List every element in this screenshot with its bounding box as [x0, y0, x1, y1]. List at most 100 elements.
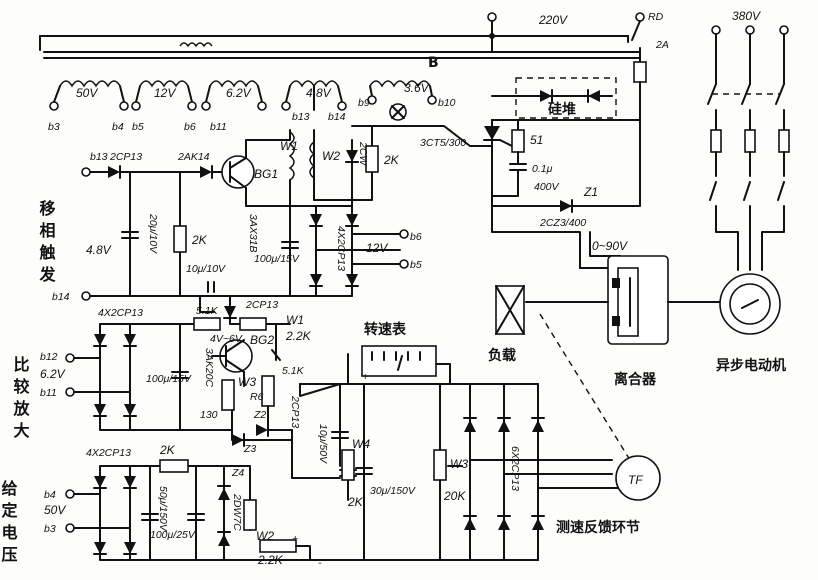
label-20u: 20μ/10V — [147, 213, 159, 254]
label-3ax31b: 3AX31B — [247, 214, 259, 253]
label-380v: 380V — [732, 9, 761, 23]
label-b5-right: b5 — [410, 259, 422, 271]
label-3ak20c: 3AK20C — [203, 348, 215, 388]
label-2a: 2A — [655, 39, 669, 51]
label-z1: Z1 — [583, 185, 598, 199]
label-4-8v-left: 4.8V — [86, 243, 112, 257]
label-b4: b4 — [112, 121, 124, 133]
label-rd: RD — [648, 11, 664, 23]
label-c400: 400V — [534, 181, 560, 193]
label-w1-b: W1 — [286, 313, 304, 327]
label-5-1k: 5.1K — [196, 305, 219, 317]
label-given-voltage: 给定电压 — [0, 479, 19, 568]
label-bg1: BG1 — [254, 167, 278, 181]
label-r6: R6 — [250, 391, 264, 403]
label-12v-right: 12V — [366, 241, 388, 255]
label-4v-6v: 4V~6V — [210, 333, 243, 345]
label-b11: b11 — [210, 121, 227, 133]
label-b3: b3 — [48, 121, 60, 133]
label-motor: 异步电动机 — [716, 357, 786, 374]
label-w4: W4 — [352, 437, 370, 451]
three-phase-motor — [707, 25, 790, 335]
label-2-2k: 2.2K — [285, 329, 312, 343]
reference-supply — [65, 459, 311, 561]
label-compare-amp: 比较放大 — [11, 356, 31, 444]
label-b13: b13 — [90, 151, 108, 163]
transformer-primary — [39, 12, 641, 59]
label-b12: b12 — [40, 351, 58, 363]
label-z2: Z2 — [253, 409, 266, 421]
label-w3-left: W3 — [238, 375, 256, 389]
label-b14: b14 — [52, 291, 70, 303]
label-z3: Z3 — [243, 443, 256, 455]
label-2cw: 2CW — [357, 141, 369, 166]
label-6-2v-left: 6.2V — [40, 367, 66, 381]
label-0-90v: 0~90V — [592, 239, 628, 253]
label-tach-meter: 转速表 — [364, 321, 407, 338]
label-2ak14: 2AK14 — [177, 151, 210, 163]
tach-meter — [361, 345, 437, 377]
label-50v-left: 50V — [44, 503, 66, 517]
label-2-2k-b: 2.2K — [257, 553, 284, 567]
terminal-220v-a — [487, 12, 497, 22]
label-4x2cp13-c: 4X2CP13 — [86, 447, 131, 459]
label-4x2cp13-b: 4X2CP13 — [98, 307, 143, 319]
label-b3-left: b3 — [44, 523, 56, 535]
tach-generator — [615, 455, 661, 501]
label-2cp13-c: 2CP13 — [289, 395, 301, 428]
label-4x2cp13-a: 4X2CP13 — [335, 226, 347, 271]
clutch-assembly — [495, 231, 727, 461]
trigger-circuit — [81, 125, 493, 313]
label-100u-15v-b: 100μ/15V — [146, 373, 192, 385]
label-2cp13-b: 2CP13 — [245, 299, 278, 311]
silicon-stack-box — [491, 77, 617, 119]
label-2k-a: 2K — [383, 153, 400, 167]
label-2k-b: 2K — [191, 233, 208, 247]
label-4-8v: 4.8V — [306, 86, 332, 100]
secondary-windings — [49, 80, 437, 121]
label-10u-50v: 10μ/50V — [317, 424, 329, 464]
scr-symbol — [484, 126, 500, 140]
label-b14-top: b14 — [328, 111, 346, 123]
label-b: B — [428, 55, 439, 71]
label-plus-b: + — [292, 533, 298, 545]
label-b13-top: b13 — [292, 111, 310, 123]
fuse-rd — [633, 61, 647, 83]
label-load: 负载 — [488, 347, 516, 364]
label-silicon-stack: 硅堆 — [548, 101, 576, 118]
label-c01: 0.1μ — [532, 163, 553, 175]
label-plus-a: + — [362, 371, 368, 383]
label-b11-left: b11 — [40, 387, 57, 399]
label-100u-25v: 100μ/25V — [150, 529, 196, 541]
label-100u-15v: 100μ/15V — [254, 253, 300, 265]
label-b4-left: b4 — [44, 489, 56, 501]
label-b6: b6 — [184, 121, 196, 133]
label-w1: W1 — [280, 139, 298, 153]
resistor-51 — [511, 129, 525, 153]
main-switch — [491, 12, 647, 121]
label-scr: 3CT5/300 — [420, 137, 466, 149]
label-2cz3: 2CZ3/400 — [539, 217, 586, 229]
label-minus: - — [318, 557, 322, 569]
label-2cp13-a: 2CP13 — [109, 151, 142, 163]
compare-amp — [65, 295, 341, 479]
label-10u: 10μ/10V — [186, 263, 226, 275]
feedback-circuit — [261, 345, 661, 561]
label-bg2: BG2 — [250, 333, 274, 347]
diode-z1 — [560, 200, 572, 212]
label-2k-c: 2K — [159, 443, 176, 457]
label-130: 130 — [200, 409, 218, 421]
label-3-6v: 3.6V — [404, 81, 430, 95]
label-w3-right: W3 — [450, 457, 468, 471]
label-2k-w4: 2K — [347, 495, 364, 509]
label-6x2cp13: 6X2CP13 — [509, 446, 521, 491]
label-5-1k-b: 5.1K — [282, 365, 305, 377]
label-feedback: 测速反馈环节 — [556, 519, 640, 536]
label-12v: 12V — [154, 86, 176, 100]
label-6-2v: 6.2V — [226, 86, 252, 100]
label-b9: b9 — [358, 97, 370, 109]
label-tf: TF — [628, 473, 643, 487]
label-50v: 50V — [76, 86, 98, 100]
